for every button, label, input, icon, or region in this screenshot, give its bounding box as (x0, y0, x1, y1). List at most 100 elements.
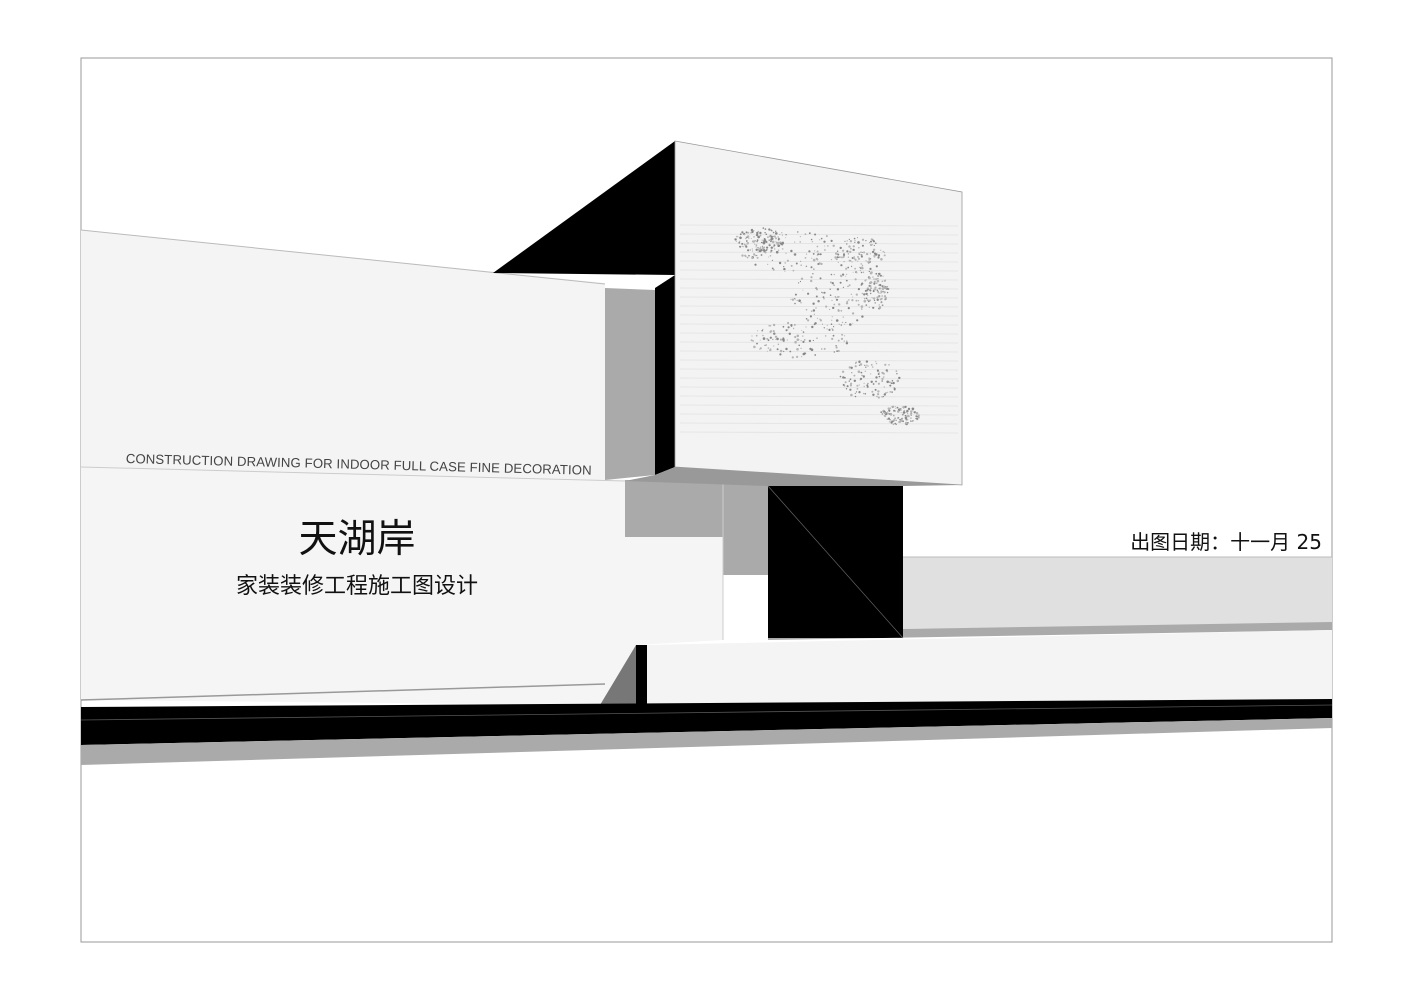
horse-dot (785, 237, 787, 239)
horse-dot (878, 375, 881, 378)
horse-dot (773, 244, 776, 247)
horse-dot (813, 313, 815, 315)
horse-dot (863, 385, 865, 388)
horse-dot (866, 384, 869, 387)
horse-dot (895, 407, 897, 409)
horse-dot (831, 337, 834, 340)
horse-dot (895, 370, 898, 372)
texture-line (679, 260, 959, 263)
horse-dot (753, 253, 756, 256)
horse-dot (767, 263, 769, 265)
horse-dot (756, 231, 759, 235)
horse-dot (894, 417, 897, 420)
horse-dot (866, 385, 869, 388)
horse-dot (771, 267, 774, 270)
cube-texture (679, 224, 959, 434)
horse-dot (904, 416, 907, 420)
horse-dot (874, 388, 877, 391)
horse-dot (902, 405, 906, 409)
horse-dot (815, 307, 817, 309)
horse-dot (877, 393, 880, 396)
horse-dot (842, 383, 845, 386)
horse-dot (799, 236, 802, 238)
horse-dot (887, 417, 891, 420)
horse-dot (772, 338, 774, 341)
horse-dot (867, 365, 869, 367)
horse-dot (857, 237, 858, 239)
horse-dot (868, 276, 871, 279)
horse-dot (848, 380, 850, 382)
horse-dot (918, 417, 920, 419)
horse-dot (805, 326, 807, 328)
horse-dot (751, 248, 753, 250)
horse-dot (882, 304, 884, 306)
horse-dot (874, 288, 877, 291)
horse-dot (763, 238, 766, 240)
horse-dot (849, 323, 852, 326)
horse-dot (876, 296, 879, 299)
horse-dot (912, 420, 914, 422)
horse-dot (875, 265, 878, 268)
horse-dot (751, 256, 754, 260)
horse-dot (915, 411, 919, 415)
horse-dot (755, 248, 758, 251)
horse-dot (865, 240, 867, 242)
horse-dot (790, 324, 793, 327)
horse-dot (869, 272, 873, 275)
horse-dot (892, 423, 895, 426)
horse-dot (882, 250, 884, 253)
horse-dot (769, 330, 772, 333)
horse-dot (765, 241, 768, 243)
horse-dot (770, 246, 773, 249)
horse-dot (772, 231, 775, 234)
horse-dot (783, 266, 785, 268)
horse-dot (858, 384, 860, 386)
horse-dot (747, 241, 749, 244)
horse-dot (842, 249, 845, 252)
right-band (903, 557, 1332, 629)
horse-dot (801, 356, 803, 358)
horse-dot (872, 306, 875, 309)
horse-dot (861, 292, 863, 295)
horse-dot (842, 256, 845, 259)
horse-dot (852, 271, 854, 273)
texture-line (679, 296, 959, 299)
horse-dot (861, 374, 863, 376)
texture-line (679, 422, 959, 425)
horse-dot (747, 249, 750, 252)
horse-dot (745, 240, 748, 242)
horse-dot (858, 247, 860, 249)
horse-dot (819, 277, 822, 280)
horse-dot (817, 263, 820, 265)
texture-line (679, 341, 959, 344)
horse-dot (773, 345, 775, 347)
horse-dot (812, 253, 815, 255)
horse-dot (754, 239, 757, 242)
horse-dot (770, 238, 773, 241)
horse-dot (800, 347, 802, 350)
horse-dot (824, 249, 826, 251)
horse-dot (760, 241, 763, 244)
horse-dot (836, 350, 838, 352)
horse-dot (876, 298, 879, 301)
horse-dot (833, 326, 835, 328)
horse-dot (804, 339, 806, 341)
horse-dot (910, 410, 913, 413)
wall-edge (80, 229, 606, 285)
horse-dot (797, 231, 799, 233)
horse-dot (905, 421, 908, 425)
horse-dot (877, 278, 879, 280)
horse-dot (757, 236, 760, 239)
horse-dot (750, 238, 752, 239)
horse-dot (862, 392, 865, 395)
horse-dot (871, 390, 874, 393)
horse-dot (781, 232, 783, 234)
horse-dot (767, 339, 770, 342)
horse-dot (877, 373, 880, 375)
horse-dot (887, 286, 889, 287)
horse-dot (860, 371, 863, 374)
horse-dot (877, 254, 881, 257)
horse-dot (865, 360, 869, 363)
horse-dot (850, 247, 852, 250)
horse-dot (831, 328, 833, 330)
